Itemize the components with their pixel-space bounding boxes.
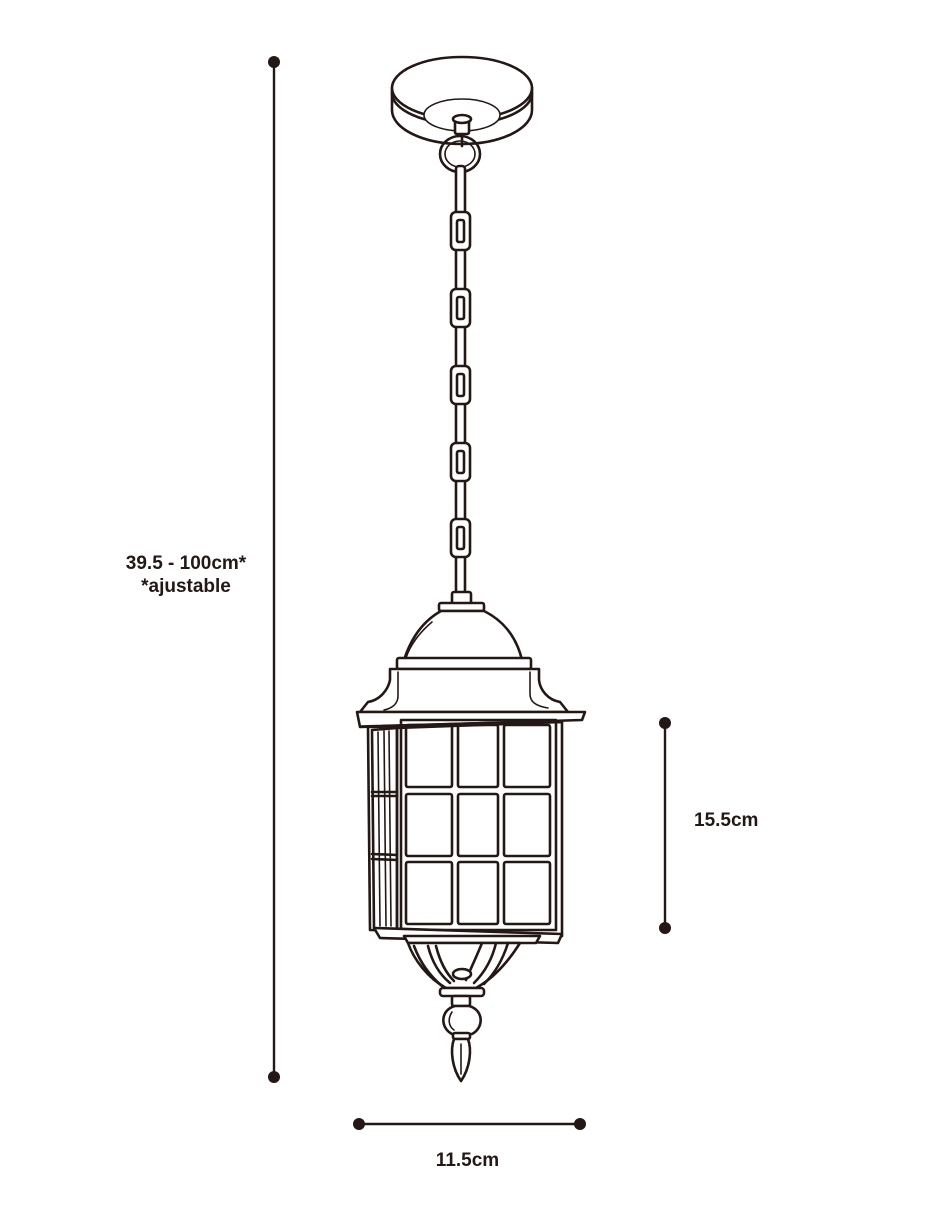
lantern-width-dimension-line [353,1118,586,1130]
chain-link [449,517,472,559]
dimension-endpoint-bottom [659,922,671,934]
finial [438,986,486,1083]
lantern-body [366,718,564,945]
lantern-height-label: 15.5cm [694,810,759,831]
total-height-value: 39.5 - 100cm* [125,553,247,574]
glass-pane-grid [404,723,552,926]
total-height-dimension-line [268,56,280,1083]
lantern-height-dimension-line [659,717,671,934]
chain-link [449,287,472,329]
total-height-label: 39.5 - 100cm* *ajustable [96,552,276,598]
dimension-endpoint-top [659,717,671,729]
lantern-bottom [402,934,542,990]
dimension-endpoint-right [574,1118,586,1130]
ceiling-canopy [390,55,534,146]
dimension-endpoint-bottom [268,1071,280,1083]
adjustable-note: *ajustable [141,576,231,597]
dimension-endpoint-top [268,56,280,68]
lantern-roof [355,590,587,729]
chain-link [449,441,472,483]
chain-link [449,364,472,406]
lantern-width-label: 11.5cm [435,1150,500,1171]
chain-link [449,210,472,252]
dimension-endpoint-left [353,1118,365,1130]
chain [449,164,472,595]
